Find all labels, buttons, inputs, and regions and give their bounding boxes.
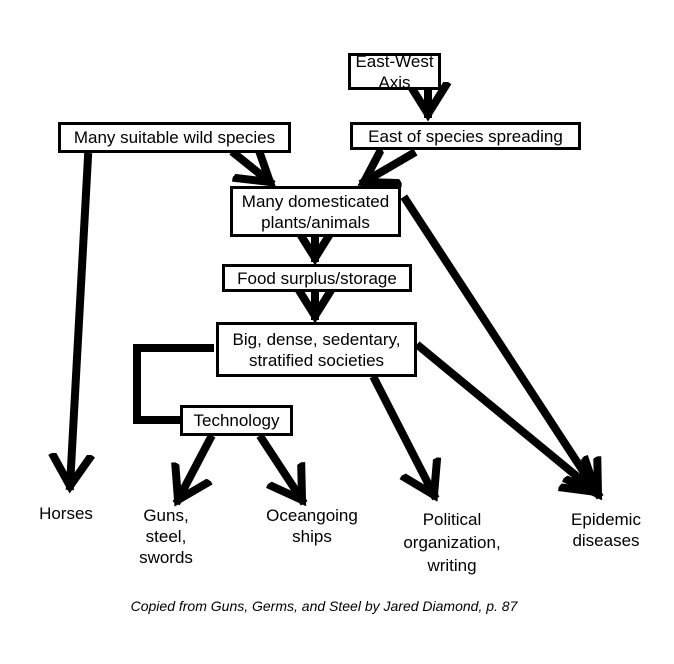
connector-societies-to-technology [133, 344, 214, 424]
outcome-guns-line: Guns, [143, 506, 189, 525]
node-domesticated: Many domesticated plants/animals [230, 186, 401, 237]
arrow-societies-to-epidemic [414, 341, 596, 498]
node-technology: Technology [180, 405, 293, 436]
arrow-wild-to-horses [70, 152, 88, 486]
node-domesticated-line2: plants/animals [261, 212, 370, 232]
outcome-guns-line: swords [139, 548, 193, 567]
node-food-surplus: Food surplus/storage [222, 264, 412, 292]
arrow-technology-to-ships [256, 433, 308, 500]
outcome-epidemic-line: diseases [572, 531, 640, 550]
outcome-horses: Horses [39, 504, 93, 523]
node-societies-line1: Big, dense, sedentary, [232, 329, 401, 349]
node-domesticated-line1: Many domesticated [241, 191, 390, 211]
node-societies-line2: stratified societies [248, 350, 385, 370]
outcome-ships-line: ships [292, 527, 332, 546]
node-wild-species: Many suitable wild species [58, 122, 291, 153]
arrow-wild-to-domesticated [229, 154, 270, 188]
outcome-political: Political organization, writing [403, 508, 500, 577]
outcome-epidemic: Epidemic diseases [571, 509, 641, 551]
outcome-epidemic-line: Epidemic [571, 510, 641, 529]
outcome-political-line: organization, [403, 533, 501, 552]
outcome-guns: Guns, steel, swords [139, 505, 193, 568]
arrow-domesticated-to-epidemic [400, 194, 604, 494]
source-caption: Copied from Guns, Germs, and Steel by Ja… [130, 598, 518, 614]
arrow-spreading-to-domesticated [364, 154, 418, 188]
outcome-ships-line: Oceangoing [266, 506, 358, 525]
node-east-west-axis: East-West Axis [348, 52, 441, 92]
arrow-technology-to-guns [178, 433, 216, 500]
outcome-guns-line: steel, [145, 527, 187, 546]
node-ease-of-spreading: East of species spreading [350, 122, 581, 150]
outcome-political-line: Political [422, 510, 482, 529]
arrow-societies-to-political [369, 374, 434, 495]
outcome-ships: Oceangoing ships [266, 505, 358, 547]
node-societies: Big, dense, sedentary, stratified societ… [216, 322, 417, 377]
outcome-political-line: writing [427, 556, 477, 575]
